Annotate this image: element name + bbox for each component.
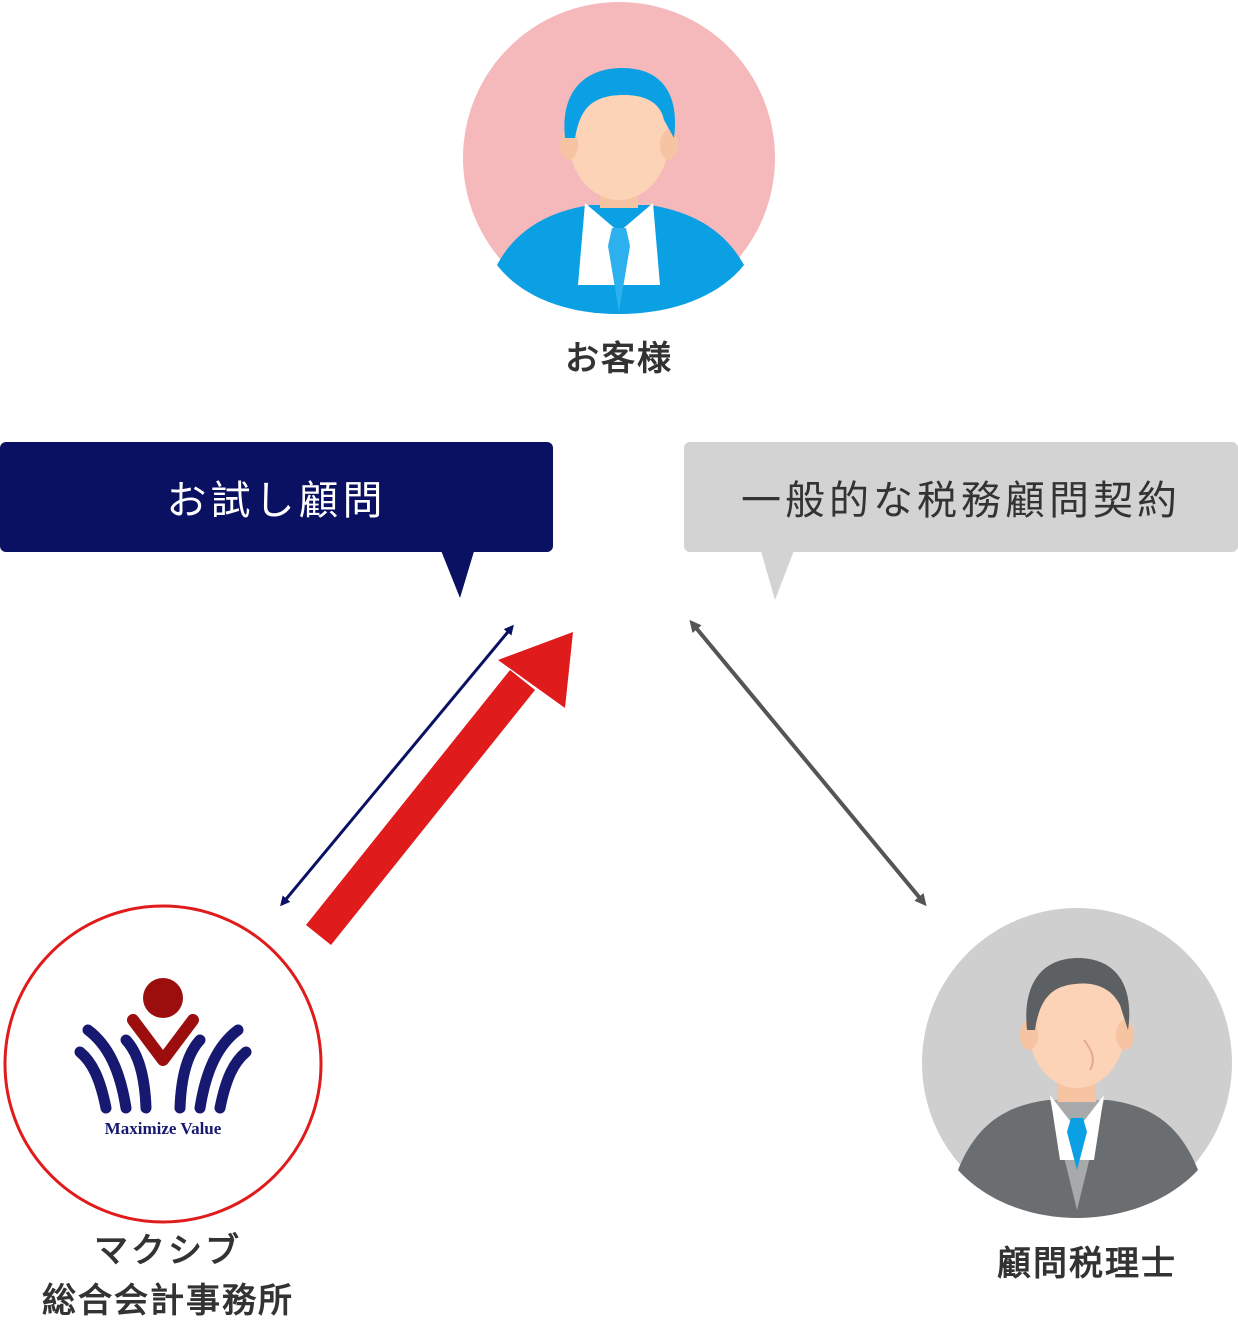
general-double-arrow [689,619,927,907]
general-bubble-tail [760,548,795,600]
firm-label-line1: マクシブ [94,1231,242,1271]
trial-consulting-text: お試し顧問 [166,478,387,524]
logo-text: Maximize Value [105,1119,222,1138]
customer-avatar [463,2,775,314]
red-emphasis-arrow [306,632,573,945]
advisor-avatar [922,908,1232,1218]
general-contract-text: 一般的な税務顧問契約 [741,478,1181,524]
trial-consulting-bubble: お試し顧問 [0,442,553,552]
trial-double-arrow [280,624,514,907]
customer-label: お客様 [565,339,673,379]
firm-label-line2: 総合会計事務所 [42,1281,294,1321]
trial-bubble-tail [440,548,475,598]
advisor-label: 顧問税理士 [997,1244,1177,1284]
firm-logo [3,904,323,1224]
general-contract-bubble: 一般的な税務顧問契約 [684,442,1238,552]
